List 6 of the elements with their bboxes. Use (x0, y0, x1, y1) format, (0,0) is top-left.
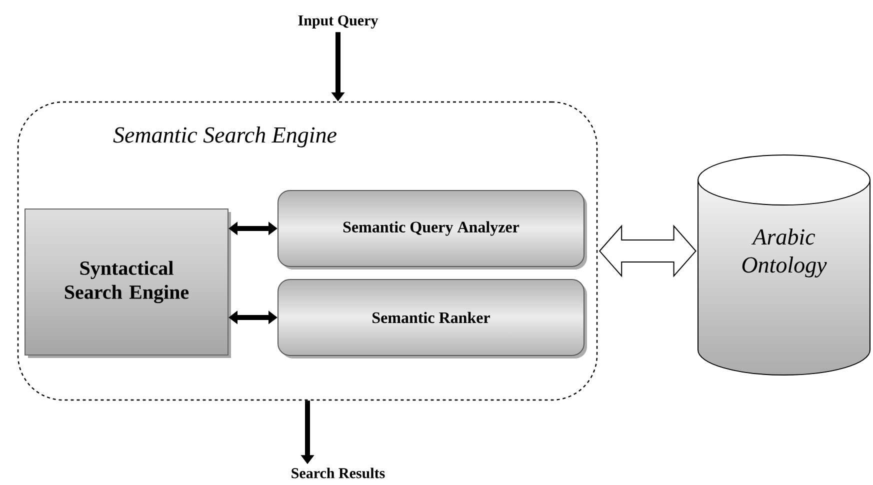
process-box: Semantic Ranker (278, 279, 587, 358)
process-box: Syntactical Search Engine (24, 208, 231, 358)
query-label: Input Query (298, 15, 378, 29)
query-label: Search Results (292, 468, 385, 478)
database-cylinder: Arabic Ontology (698, 154, 870, 376)
process-box: Semantic Query Analyzer (278, 190, 587, 270)
